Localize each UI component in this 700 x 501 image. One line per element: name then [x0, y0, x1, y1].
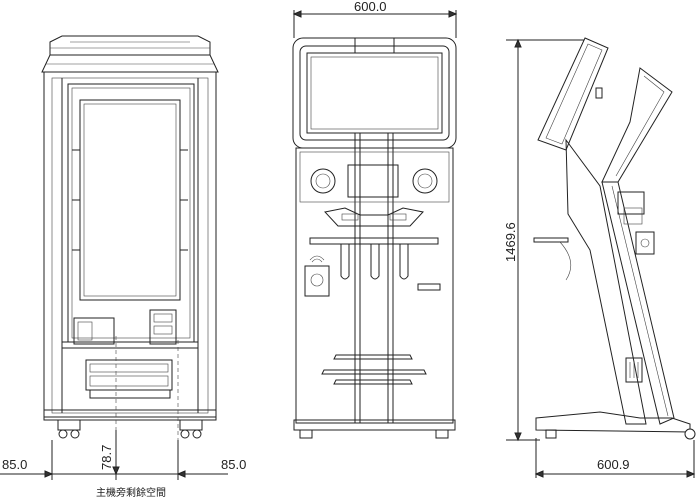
left-gap-label: 85.0 [2, 457, 27, 472]
bottom-offset-label: 78.7 [99, 445, 114, 470]
top-width-dimension [292, 10, 458, 38]
clearance-note: 主機旁剩餘空間 [96, 486, 166, 499]
top-width-label: 600.0 [354, 0, 387, 14]
height-label: 1469.6 [503, 222, 518, 262]
front-exterior-view [292, 37, 457, 439]
side-view [533, 37, 696, 440]
side-depth-dimension [534, 438, 696, 478]
front-internal-view [41, 35, 219, 470]
right-gap-label: 85.0 [221, 457, 246, 472]
bottom-left-dimensions [0, 430, 228, 480]
side-depth-label: 600.9 [597, 457, 630, 472]
height-dimension [506, 38, 584, 442]
